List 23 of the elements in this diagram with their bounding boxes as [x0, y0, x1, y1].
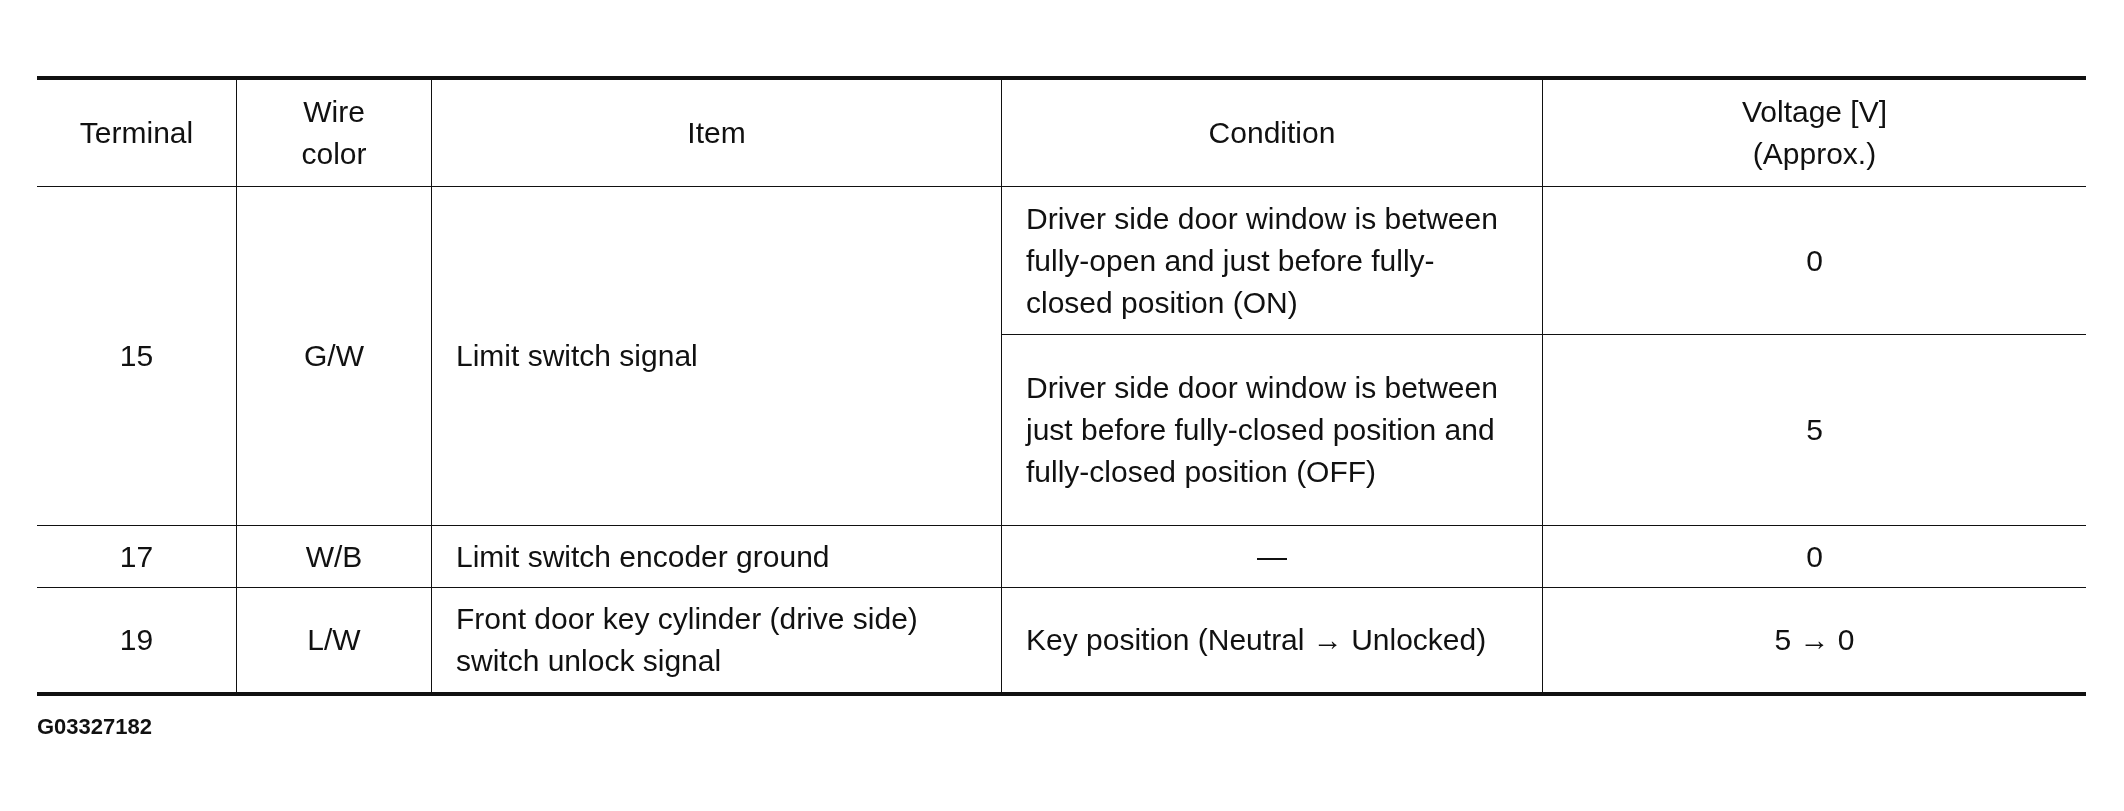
table-cell: 17	[37, 526, 237, 588]
table-cell-text: 5 → 0	[1773, 622, 1856, 658]
column-header: Voltage [V] (Approx.)	[1543, 80, 2086, 187]
table-cell: W/B	[237, 526, 432, 588]
table-cell: 5	[1543, 335, 2086, 526]
table-cell: Driver side door window is between fully-open and just before fully-closed position (ON)	[1002, 187, 1543, 335]
figure-code: G03327182	[37, 714, 152, 740]
table-cell: 19	[37, 588, 237, 692]
table-cell: G/W	[237, 187, 432, 526]
table-cell: Front door key cylinder (drive side) switch unlock signal	[432, 588, 1002, 692]
table-cell: L/W	[237, 588, 432, 692]
column-header: Terminal	[37, 80, 237, 187]
table-cell: Limit switch signal	[432, 187, 1002, 526]
column-header: Wire color	[237, 80, 432, 187]
table-cell: Driver side door window is between just before fully-closed position and fully-closed position (OFF)	[1002, 335, 1543, 526]
table-cell: —	[1002, 526, 1543, 588]
table-cell: 0	[1543, 526, 2086, 588]
table-cell: Key position (Neutral → Unlocked)	[1002, 588, 1543, 692]
table-cell: 0	[1543, 187, 2086, 335]
table-cell: Limit switch encoder ground	[432, 526, 1002, 588]
column-header: Condition	[1002, 80, 1543, 187]
column-header: Item	[432, 80, 1002, 187]
table-cell: 15	[37, 187, 237, 526]
